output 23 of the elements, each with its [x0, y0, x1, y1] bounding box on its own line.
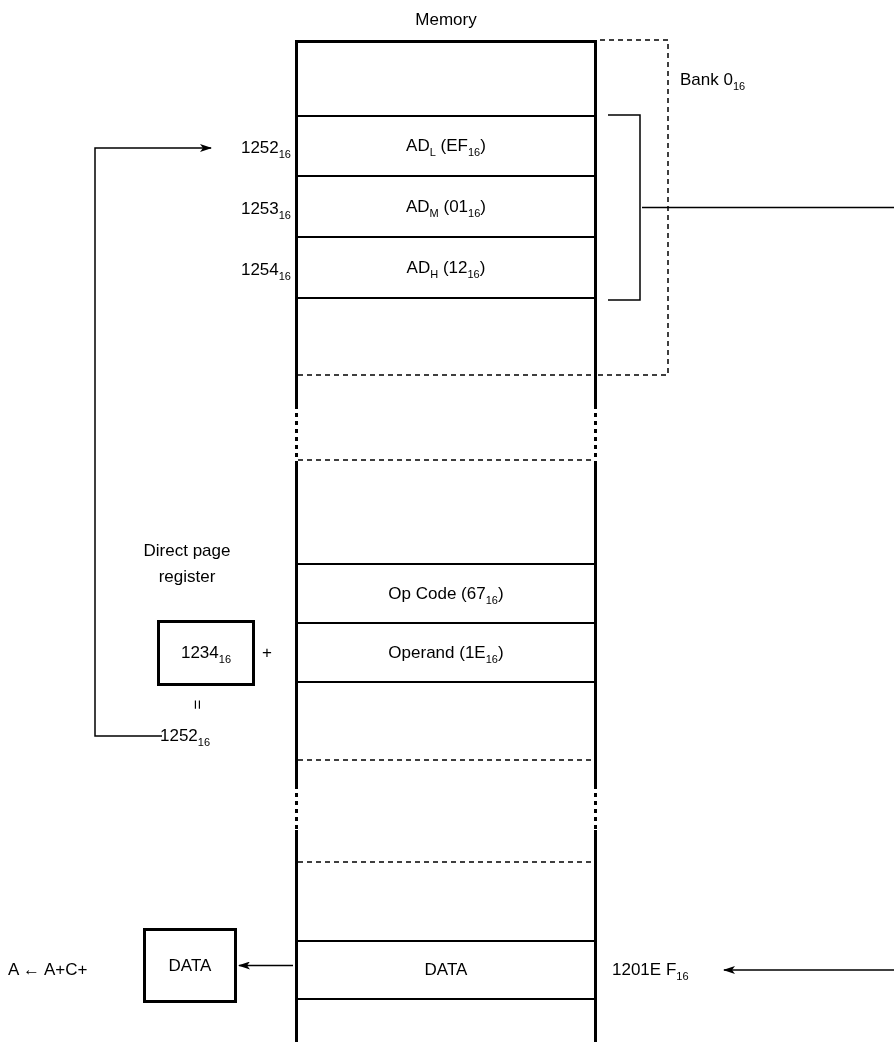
data-box: DATA: [143, 928, 237, 1003]
register-label: Direct page register: [142, 540, 232, 588]
note-text: Bank 0$_{16}$: [680, 69, 746, 93]
address-label: 1252$_{16}$: [240, 137, 291, 161]
arrow: [238, 961, 294, 970]
equals-sign: =: [186, 700, 208, 710]
address-label: 1252$_{16}$: [160, 725, 211, 749]
address-label: 1201E F$_{16}$: [612, 959, 689, 983]
note-text: A ← A+C+: [8, 959, 88, 982]
arrow: [94, 144, 212, 737]
memory-cell: AD$_{M}$ (01$_{16}$): [295, 177, 597, 238]
address-label: 1254$_{16}$: [240, 259, 291, 283]
connector-line: [641, 206, 894, 209]
plus-sign: +: [262, 642, 272, 665]
memory-cell: AD$_{H}$ (12$_{16}$): [295, 238, 597, 299]
memory-heading: Memory: [414, 9, 478, 31]
memory-cell: AD$_{L}$ (EF$_{16}$): [295, 115, 597, 177]
register-box: 1234$_{16}$: [157, 620, 255, 686]
memory-cell: Operand (1E$_{16}$): [295, 624, 597, 683]
arrow: [723, 966, 894, 974]
memory-cell: DATA: [295, 940, 597, 1000]
memory-cell: Op Code (67$_{16}$): [295, 563, 597, 624]
address-label: 1253$_{16}$: [240, 198, 291, 222]
